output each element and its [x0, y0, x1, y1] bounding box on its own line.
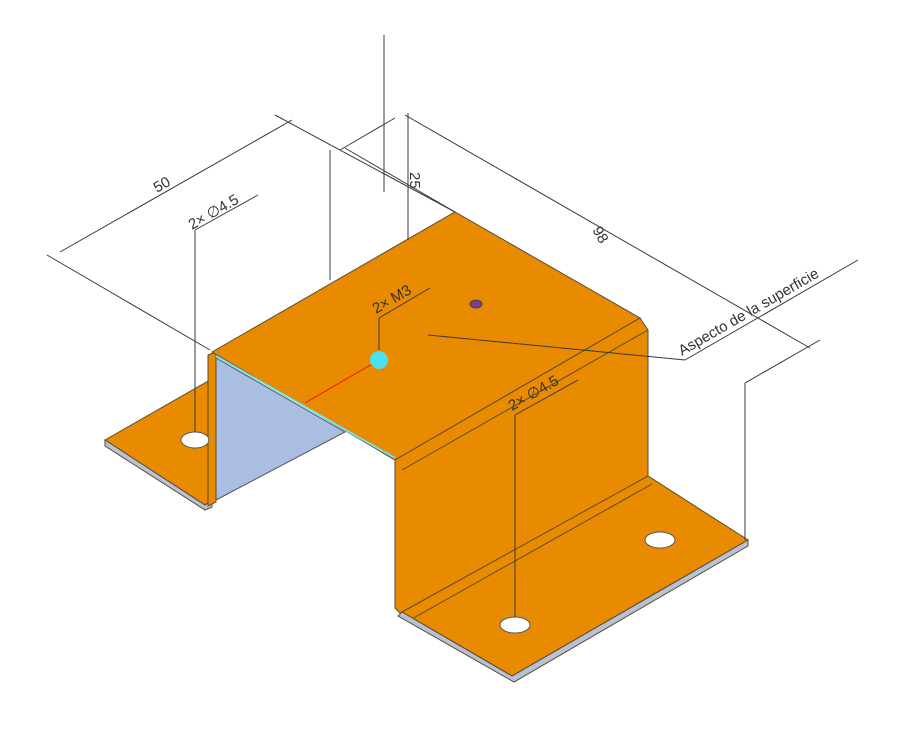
hole-right-back[interactable]	[644, 531, 676, 549]
selected-edge	[215, 355, 396, 459]
selected-point[interactable]	[370, 351, 388, 369]
hole-left-label[interactable]: 2× ∅4.5	[186, 191, 242, 233]
hole-right-front[interactable]	[499, 616, 531, 634]
dimension-height-label[interactable]: 25	[406, 172, 423, 189]
thread-hole-marker[interactable]	[469, 299, 483, 309]
dimension-length-label[interactable]: 98	[589, 224, 612, 247]
dimension-lines	[46, 35, 859, 617]
left-wall-edge	[207, 351, 217, 507]
left-flange-edge	[104, 439, 213, 511]
red-edge	[304, 359, 380, 404]
surface-label[interactable]: Aspecto de la superficie	[676, 265, 822, 359]
dimension-width-label[interactable]: 50	[151, 173, 174, 196]
hole-left[interactable]	[180, 431, 210, 449]
right-flange-edge	[397, 539, 749, 683]
